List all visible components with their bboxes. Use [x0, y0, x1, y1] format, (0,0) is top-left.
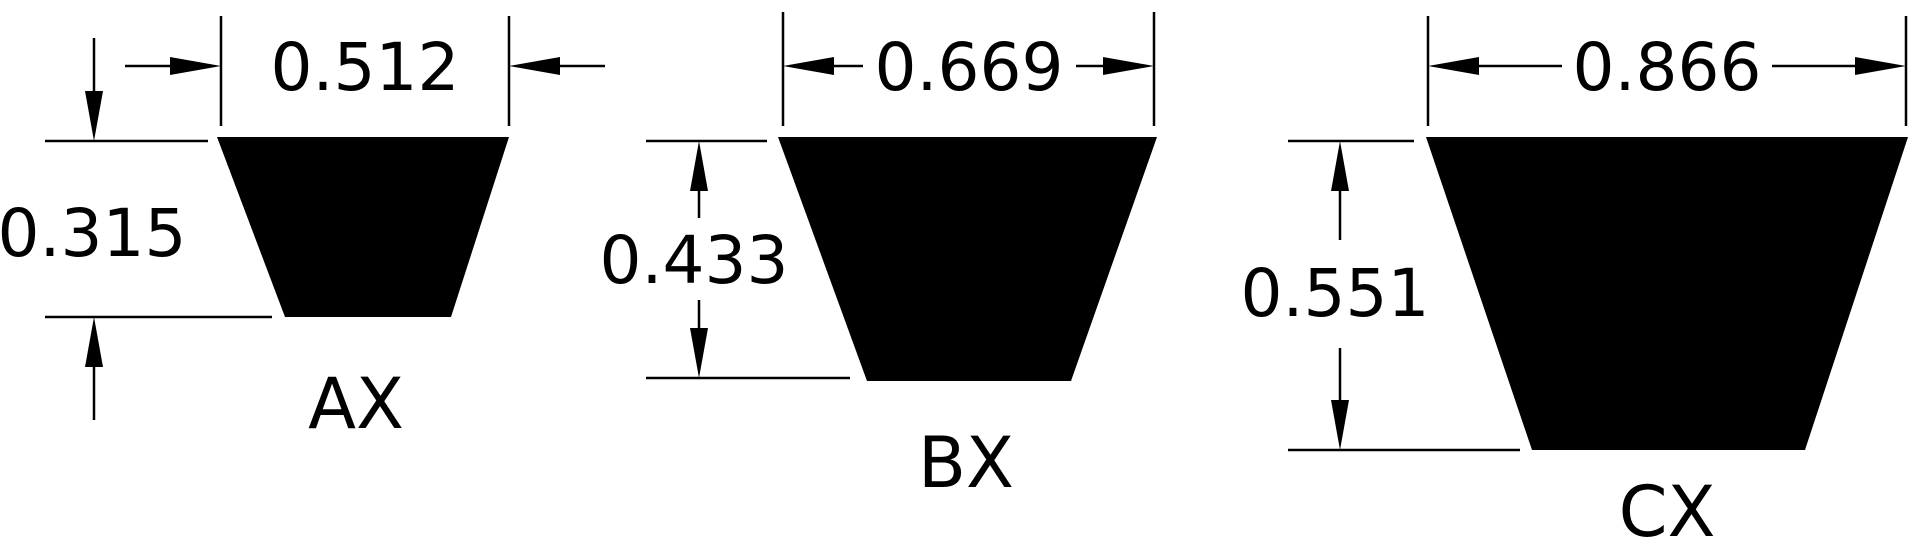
cx-height-arrow-bottom	[1331, 400, 1349, 450]
ax-height-arrow-top	[85, 91, 103, 141]
belt-bx-group: 0.669 0.433 BX	[600, 12, 1157, 504]
ax-height-value: 0.315	[0, 195, 186, 272]
bx-label: BX	[918, 422, 1014, 504]
ax-height-arrow-bottom	[85, 317, 103, 367]
ax-label: AX	[308, 363, 404, 445]
belt-ax-profile	[217, 137, 509, 317]
bx-width-arrow-left	[783, 57, 834, 75]
belt-cx-profile	[1426, 137, 1908, 450]
cx-width-arrow-right	[1855, 57, 1906, 75]
belt-cx-group: 0.866 0.551 CX	[1241, 16, 1908, 545]
cx-height-value: 0.551	[1241, 255, 1430, 332]
ax-width-value: 0.512	[271, 29, 460, 106]
cx-height-arrow-top	[1331, 141, 1349, 191]
bx-height-arrow-top	[690, 141, 708, 191]
belt-bx-profile	[778, 137, 1157, 381]
cx-width-arrow-left	[1428, 57, 1479, 75]
bx-height-value: 0.433	[600, 222, 789, 299]
bx-width-arrow-right	[1103, 57, 1154, 75]
ax-width-arrow-left	[170, 57, 221, 75]
bx-width-value: 0.669	[875, 29, 1064, 106]
cx-width-value: 0.866	[1573, 29, 1762, 106]
cx-label: CX	[1619, 471, 1716, 545]
belt-ax-group: 0.512 0.315 AX	[0, 16, 605, 445]
bx-height-arrow-bottom	[690, 328, 708, 378]
ax-width-arrow-right	[509, 57, 560, 75]
